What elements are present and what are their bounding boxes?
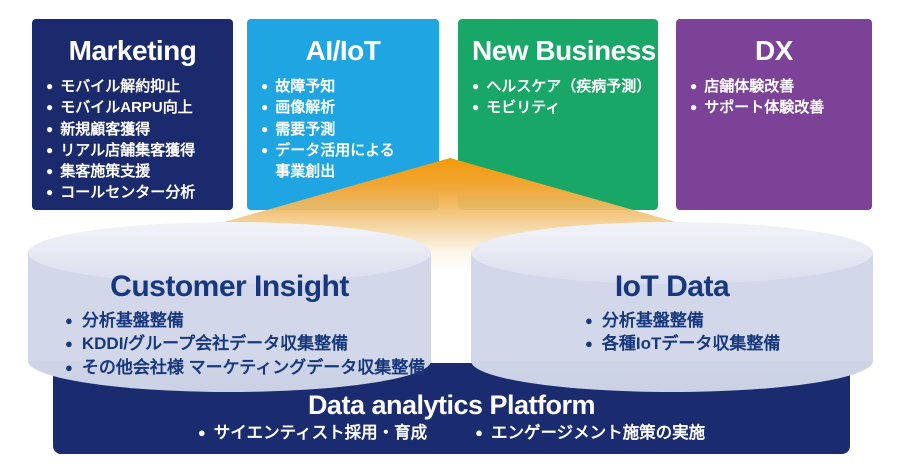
platform-item-label: エンゲージメント施策の実施 [490, 424, 706, 442]
customer-insight-cylinder: Customer Insight ● 分析基盤整備 ● KDDI/グループ会社データ収… [28, 222, 431, 392]
bullet-icon: ● [585, 313, 593, 328]
list-item: ● 店舗体験改善 [690, 76, 858, 97]
bullet-icon: ● [690, 79, 698, 93]
ai-iot-item-list: ● 故障予知 ● 画像解析 ● 需要予測 ● データ活用による 事業創出 [261, 76, 425, 182]
list-item: ● サポート体験改善 [690, 97, 858, 118]
list-item-label: コールセンター分析 [60, 184, 196, 202]
list-item-label: モバイル解約抑止 [60, 78, 181, 95]
list-item-label: 分析基盤整備 [81, 311, 184, 330]
dx-box-title: DX [755, 35, 793, 66]
bullet-icon: ● [46, 79, 54, 93]
bullet-icon: ● [65, 336, 73, 352]
list-item: ● 分析基盤整備 [65, 309, 431, 332]
ai-iot-box-title: AI/IoT [305, 35, 381, 66]
list-item: ● リアル店舗集客獲得 [46, 140, 219, 161]
platform-title: Data analytics Platform [307, 390, 596, 420]
bullet-icon: ● [585, 336, 593, 352]
dx-item-list: ● 店舗体験改善 ● サポート体験改善 [690, 76, 858, 119]
bullet-icon: ● [197, 425, 206, 440]
bullet-icon: ● [46, 100, 54, 115]
bullet-icon: ● [475, 425, 483, 440]
list-item-label: サポート体験改善 [704, 99, 825, 117]
bullet-icon: ● [46, 121, 54, 136]
bullet-icon: ● [261, 100, 269, 115]
dx-box: DX ● 店舗体験改善 ● サポート体験改善 [676, 19, 872, 210]
list-item: ● 新規顧客獲得 [46, 119, 219, 140]
list-item: ● モバイルARPU向上 [46, 97, 219, 118]
bullet-icon: ● [472, 100, 480, 115]
iot-data-cylinder: IoT Data ● 分析基盤整備 ● 各種IoTデータ収集整備 [471, 222, 873, 392]
list-item: ● モバイル解約抑止 [46, 76, 219, 97]
bullet-icon: ● [261, 79, 269, 93]
marketing-box: Marketing ● モバイル解約抑止 ● モバイルARPU向上 ● 新規顧客獲得 ● リア… [32, 19, 233, 210]
list-item-label: その他会社様 マーケティングデータ収集整備 [81, 357, 426, 377]
list-item: ● モビリティ [472, 97, 644, 118]
list-item: ● 需要予測 [261, 119, 425, 140]
platform-item: ● サイエンティスト採用・育成 [198, 422, 427, 444]
list-item: ● 集客施策支援 [46, 161, 219, 182]
platform-item: ● エンゲージメント施策の実施 [475, 422, 705, 444]
list-item: ● コールセンター分析 [46, 182, 219, 203]
list-item: ● データ活用による 事業創出 [261, 140, 425, 183]
marketing-box-title: Marketing [68, 35, 197, 66]
list-item-label: 分析基盤整備 [601, 311, 704, 330]
customer-insight-title: Customer Insight [110, 270, 349, 303]
list-item-label: データ活用による 事業創出 [275, 141, 395, 181]
list-item: ● 分析基盤整備 [585, 309, 873, 332]
customer-insight-item-list: ● 分析基盤整備 ● KDDI/グループ会社データ収集整備 ● その他会社様 マーケティン… [28, 309, 431, 379]
iot-data-item-list: ● 分析基盤整備 ● 各種IoTデータ収集整備 [471, 309, 873, 356]
list-item-label: 集客施策支援 [60, 163, 151, 181]
new-business-item-list: ● ヘルスケア（疾病予測） ● モビリティ [472, 76, 651, 119]
bullet-icon: ● [472, 79, 480, 93]
list-item-label: 需要予測 [275, 120, 336, 138]
list-item-label: ヘルスケア（疾病予測） [486, 78, 652, 95]
list-item: ● ヘルスケア（疾病予測） [472, 76, 651, 97]
bullet-icon: ● [46, 164, 54, 179]
bullet-icon: ● [65, 359, 73, 375]
iot-data-title: IoT Data [614, 270, 730, 303]
list-item-label: 店舗体験改善 [704, 78, 795, 95]
list-item-label: KDDI/グループ会社データ収集整備 [81, 334, 349, 354]
cylinder-top-ellipse [28, 222, 431, 284]
bullet-icon: ● [46, 185, 54, 200]
list-item-label: 画像解析 [275, 99, 336, 117]
list-item: ● KDDI/グループ会社データ収集整備 [65, 332, 431, 355]
platform-item-list: ● サイエンティスト採用・育成 ● エンゲージメント施策の実施 [53, 422, 850, 444]
list-item: ● 画像解析 [261, 97, 425, 118]
ai-iot-box: AI/IoT ● 故障予知 ● 画像解析 ● 需要予測 ● データ活用による 事業創出 [247, 19, 439, 210]
bullet-icon: ● [46, 142, 54, 157]
list-item: ● その他会社様 マーケティングデータ収集整備 [65, 356, 431, 379]
list-item-label: 新規顧客獲得 [60, 120, 151, 138]
list-item-label: モビリティ [486, 99, 561, 117]
bullet-icon: ● [690, 100, 698, 115]
marketing-item-list: ● モバイル解約抑止 ● モバイルARPU向上 ● 新規顧客獲得 ● リアル店舗集客獲得 ● 集客… [46, 76, 219, 204]
new-business-box-title: New Business [472, 35, 656, 66]
bullet-icon: ● [65, 313, 73, 328]
cylinder-top-ellipse [471, 222, 873, 284]
list-item-label: リアル店舗集客獲得 [60, 141, 196, 159]
bullet-icon: ● [261, 121, 269, 136]
list-item: ● 故障予知 [261, 76, 425, 97]
list-item-label: 各種IoTデータ収集整備 [601, 334, 781, 354]
list-item-label: 故障予知 [275, 78, 336, 95]
list-item: ● 各種IoTデータ収集整備 [585, 332, 873, 355]
platform-item-label: サイエンティスト採用・育成 [213, 424, 428, 442]
bullet-icon: ● [261, 142, 269, 157]
list-item-label: モバイルARPU向上 [60, 99, 193, 117]
